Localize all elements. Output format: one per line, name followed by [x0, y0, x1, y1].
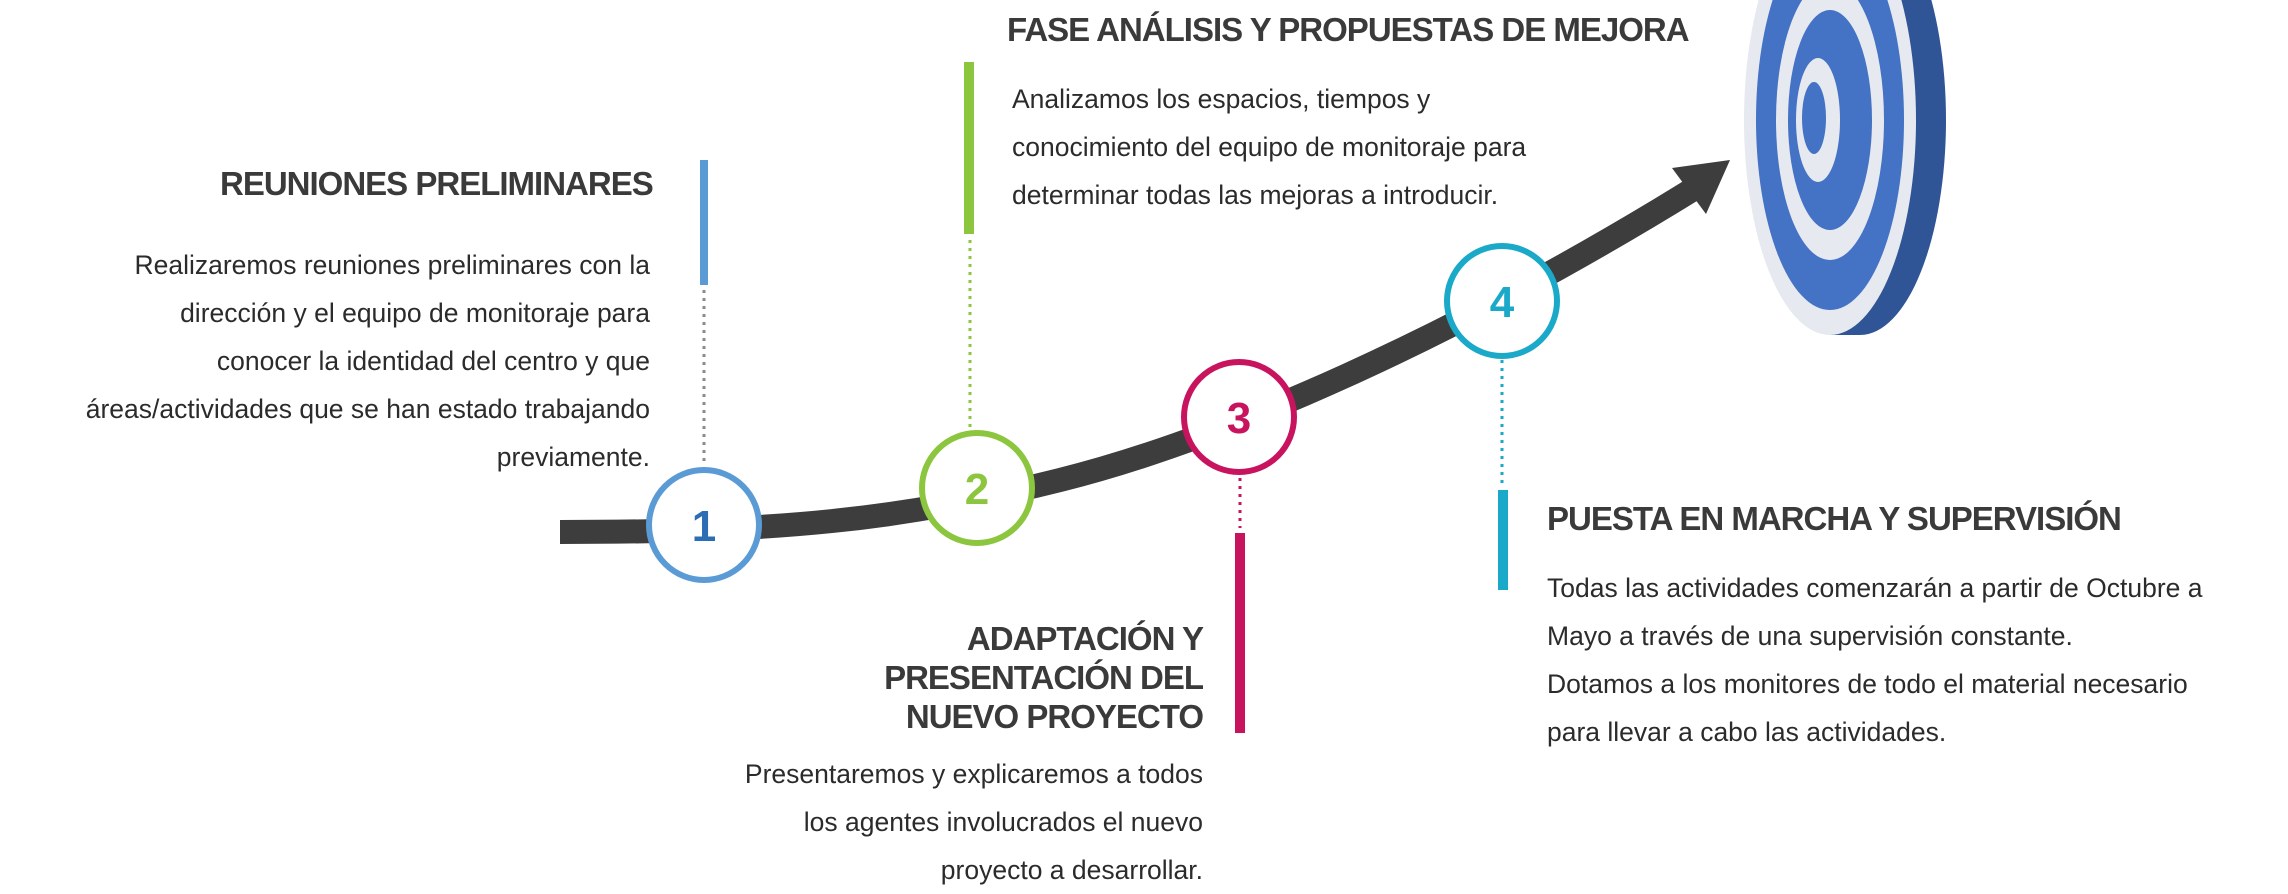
step-4-description-line: Todas las actividades comenzarán a parti… — [1547, 573, 2203, 603]
step-1-marker: 1 — [646, 467, 762, 583]
step-1-description-line: áreas/actividades que se han estado trab… — [85, 394, 650, 424]
step-1-description: Realizaremos reuniones preliminares con … — [86, 241, 650, 481]
progress-arrow-head — [1672, 160, 1730, 214]
step-3-title-line: PRESENTACIÓN DEL — [884, 659, 1204, 696]
step-2-title: FASE ANÁLISIS Y PROPUESTAS DE MEJORA — [1007, 11, 1690, 48]
step-4-description-line: para llevar a cabo las actividades. — [1547, 717, 1947, 747]
target-icon — [1744, 0, 1946, 335]
step-3-title-line: NUEVO PROYECTO — [905, 698, 1204, 735]
step-2-number: 2 — [965, 465, 989, 514]
step-3-description-line: proyecto a desarrollar. — [940, 855, 1203, 885]
step-4-description-line: Mayo a través de una supervisión constan… — [1547, 621, 2073, 651]
step-1-accent-bar — [700, 160, 708, 285]
step-3-description: Presentaremos y explicaremos a todos los… — [745, 750, 1203, 894]
step-4-marker: 4 — [1444, 243, 1560, 359]
step-3-title: ADAPTACIÓN Y PRESENTACIÓN DEL NUEVO PROY… — [884, 619, 1204, 736]
step-3-number: 3 — [1227, 394, 1251, 443]
step-1-description-line: conocer la identidad del centro y que — [216, 346, 650, 376]
step-3-marker: 3 — [1181, 359, 1297, 475]
step-3-description-line: los agentes involucrados el nuevo — [803, 807, 1203, 837]
step-3-accent-bar — [1235, 533, 1245, 733]
step-3-title-line: ADAPTACIÓN Y — [966, 620, 1204, 657]
step-2-marker: 2 — [919, 430, 1035, 546]
step-4-description: Todas las actividades comenzarán a parti… — [1547, 564, 2203, 756]
step-2-description: Analizamos los espacios, tiempos y conoc… — [1012, 75, 1526, 219]
step-4-title: PUESTA EN MARCHA Y SUPERVISIÓN — [1547, 500, 2122, 537]
step-1-description-line: dirección y el equipo de monitoraje para — [180, 298, 650, 328]
step-1-description-line: previamente. — [496, 442, 650, 472]
step-4-accent-bar — [1498, 490, 1508, 590]
step-2-description-line: Analizamos los espacios, tiempos y — [1012, 84, 1431, 114]
step-4-description-line: Dotamos a los monitores de todo el mater… — [1547, 669, 2188, 699]
step-1-title: REUNIONES PRELIMINARES — [220, 165, 654, 202]
step-2-description-line: conocimiento del equipo de monitoraje pa… — [1012, 132, 1527, 162]
step-2-description-line: determinar todas las mejoras a introduci… — [1012, 180, 1499, 210]
step-3-description-line: Presentaremos y explicaremos a todos — [744, 759, 1203, 789]
step-1-description-line: Realizaremos reuniones preliminares con … — [134, 250, 650, 280]
step-1-number: 1 — [692, 502, 716, 551]
step-4-number: 4 — [1490, 278, 1515, 327]
step-2-accent-bar — [964, 62, 974, 234]
